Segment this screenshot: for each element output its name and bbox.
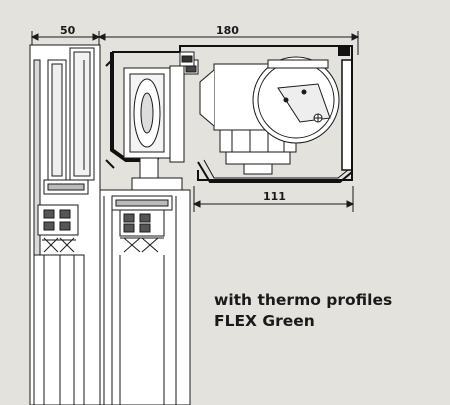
- bottom-cover: [197, 58, 353, 183]
- left-frame-profile: [29, 44, 101, 405]
- motor-unit: [179, 51, 340, 175]
- right-panel-profile: [99, 189, 191, 405]
- dimension-label-left: 50: [60, 24, 76, 37]
- dimension-label-bottom: 111: [263, 190, 286, 203]
- dimension-label-top: 180: [216, 24, 239, 37]
- dimension-lines: [30, 31, 360, 212]
- caption-line-2: FLEX Green: [214, 312, 315, 330]
- trolley: [123, 59, 199, 191]
- caption: with thermo profiles FLEX Green: [214, 290, 392, 332]
- caption-line-1: with thermo profiles: [214, 291, 393, 309]
